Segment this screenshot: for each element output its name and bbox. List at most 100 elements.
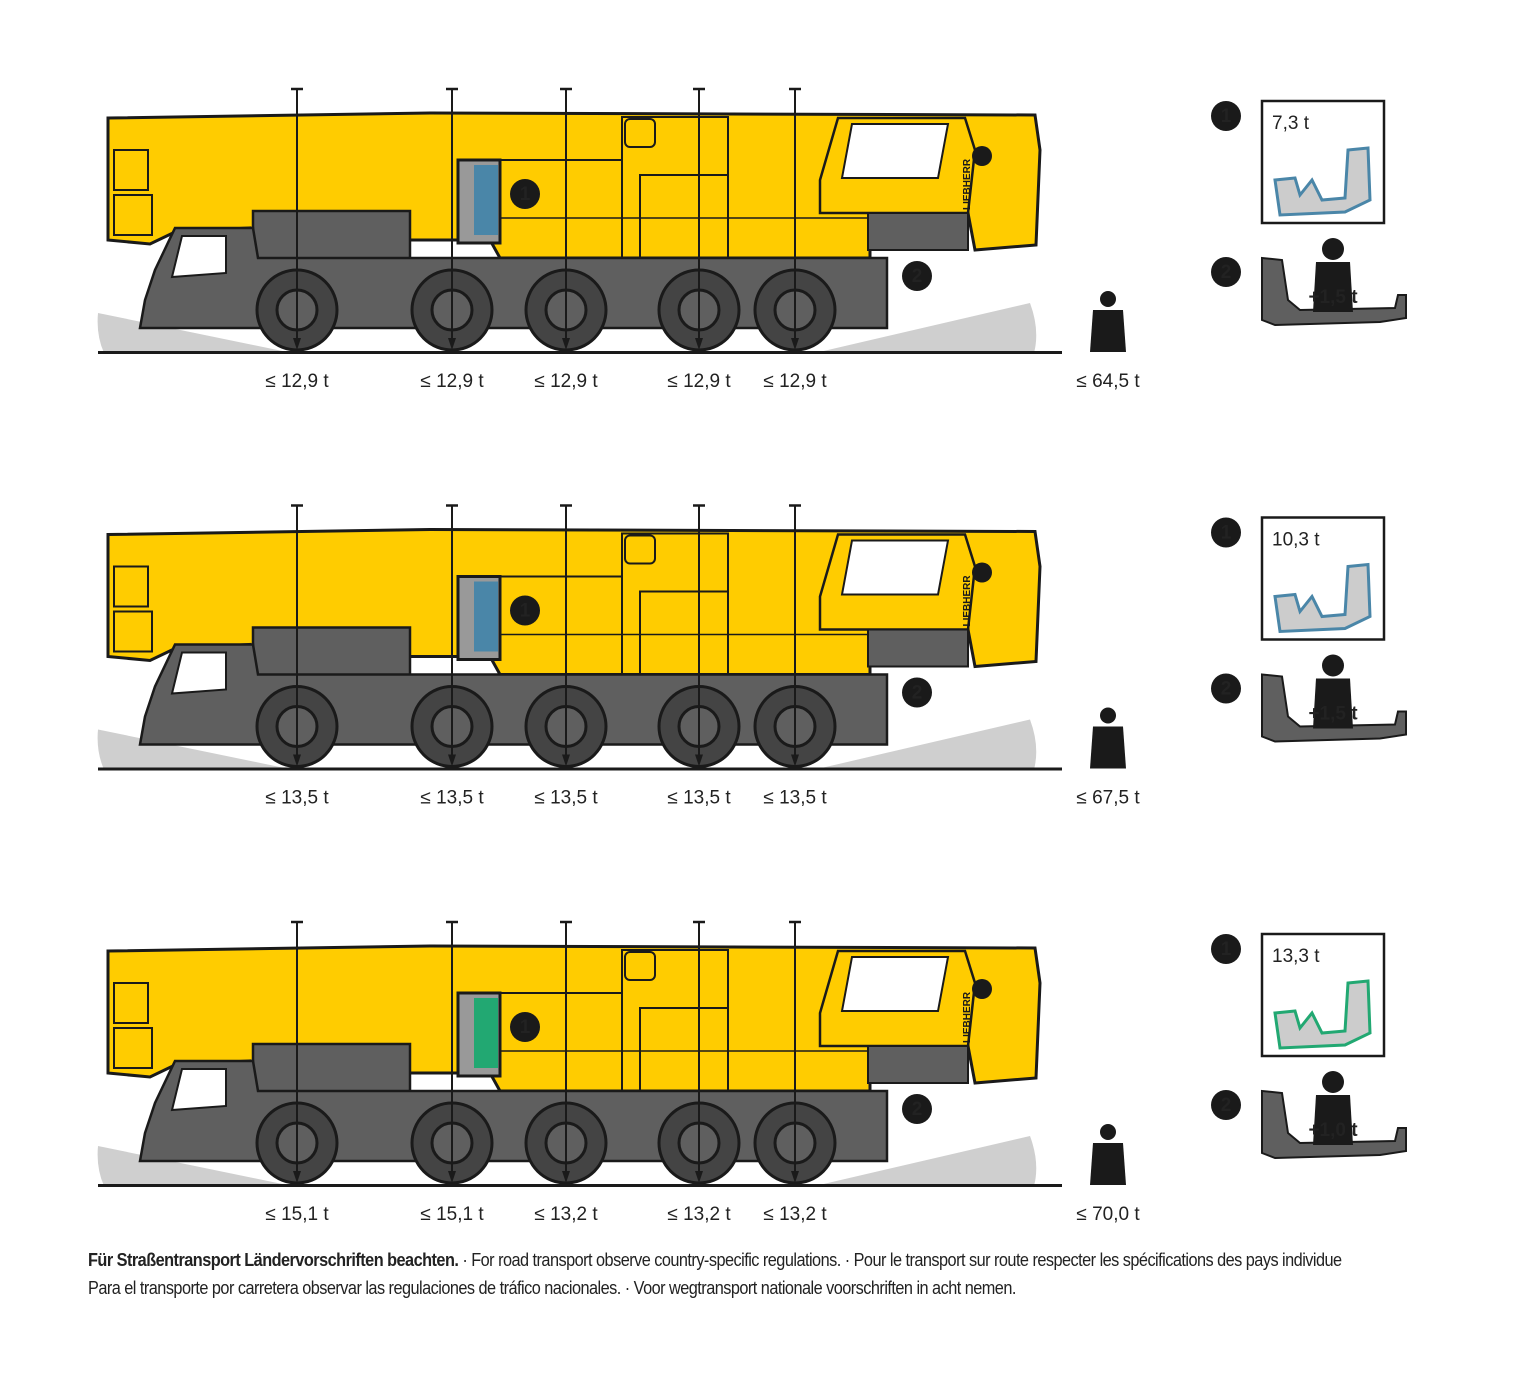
legend-1-number: 1 (1221, 523, 1232, 544)
total-weight-label: ≤ 64,5 t (1076, 371, 1140, 392)
boom-rest (251, 1042, 412, 1094)
ground-line (98, 351, 1062, 354)
marker-1-number: 1 (520, 1017, 531, 1038)
counterweight-weight-handle (1322, 238, 1344, 260)
boom-rest (251, 626, 412, 677)
boom-rest (251, 209, 412, 261)
marker-1-badge (510, 179, 540, 209)
axle-load-label: ≤ 13,2 t (667, 1204, 731, 1225)
brand-logo: LIEBHERR (962, 575, 973, 627)
weight-icon-handle (1100, 707, 1116, 724)
arrowhead-icon (695, 338, 703, 350)
counterweight-add-label: +1,5 t (1308, 287, 1358, 308)
marker-1-badge (510, 1012, 540, 1042)
legend-2-badge (1211, 257, 1241, 287)
ballast-fill (474, 165, 498, 235)
cab-base (867, 1045, 969, 1084)
legend-2-number: 2 (1221, 262, 1232, 283)
hatch (624, 951, 656, 981)
ground-line (98, 767, 1062, 771)
axle-load-label: ≤ 12,9 t (420, 371, 484, 392)
counterweight-add-label: +1,0 t (1308, 1120, 1358, 1141)
axle-load-label: ≤ 15,1 t (420, 1204, 484, 1225)
boom-head-detail (113, 565, 149, 608)
arrowhead-icon (791, 1171, 799, 1183)
axle-load-label: ≤ 13,2 t (534, 1204, 598, 1225)
cab-base (867, 628, 969, 668)
counterweight-weight-icon (1313, 678, 1353, 729)
legend-1-number: 1 (1221, 939, 1232, 960)
crane-configuration-2: LIEBHERR ≤ 13,5 t ≤ 13,5 t ≤ 13,5 t ≤ 13,5 t… (97, 504, 1407, 809)
driver-cab-window (170, 651, 227, 695)
marker-2-badge (902, 261, 932, 291)
driver-cab-window (170, 1068, 227, 1112)
counterweight-weight-handle (1322, 1071, 1344, 1093)
legend-2-number: 2 (1221, 679, 1232, 700)
cab-window (840, 956, 950, 1012)
ballast-weight-label: 10,3 t (1272, 530, 1320, 551)
transport-note: Für Straßentransport Ländervorschriften … (88, 1246, 1342, 1302)
transport-note-line2: Para el transporte por carretera observa… (88, 1277, 1016, 1298)
axle-load-label: ≤ 12,9 t (265, 371, 329, 392)
ballast-fill (474, 998, 498, 1068)
weight-icon (1090, 310, 1126, 352)
cab-base (867, 212, 969, 251)
hatch (624, 118, 656, 148)
ballast-fill (474, 581, 498, 652)
axle-load-label: ≤ 13,5 t (667, 788, 731, 809)
ballast-illustration (1273, 979, 1372, 1050)
brand-logo: LIEBHERR (962, 991, 973, 1043)
axle-load-label: ≤ 13,5 t (534, 788, 598, 809)
axle-load-label: ≤ 15,1 t (265, 1204, 329, 1225)
axle-load-label: ≤ 13,5 t (763, 788, 827, 809)
marker-1-number: 1 (520, 601, 531, 622)
axle-load-label: ≤ 12,9 t (534, 371, 598, 392)
legend-2-badge (1211, 673, 1241, 704)
brand-logo: LIEBHERR (962, 158, 973, 210)
transport-note-line1: · For road transport observe country-spe… (458, 1249, 1342, 1270)
legend-2-badge (1211, 1090, 1241, 1120)
boom-head-detail (113, 149, 149, 191)
cab-window (840, 539, 950, 596)
crane-configuration-3: LIEBHERR ≤ 15,1 t ≤ 15,1 t ≤ 13,2 t ≤ 13,2 t… (97, 920, 1407, 1225)
arrowhead-icon (448, 1171, 456, 1183)
legend-1-badge (1211, 517, 1241, 548)
light-icon (972, 562, 992, 583)
marker-2-number: 2 (912, 1099, 923, 1120)
marker-2-number: 2 (912, 266, 923, 287)
cab-window (840, 123, 950, 179)
driver-cab-window (170, 235, 227, 279)
boom-head-box (113, 194, 153, 236)
ballast-illustration (1273, 562, 1372, 634)
total-weight-label: ≤ 70,0 t (1076, 1204, 1140, 1225)
total-weight-label: ≤ 67,5 t (1076, 788, 1140, 809)
axle-load-label: ≤ 13,2 t (763, 1204, 827, 1225)
arrowhead-icon (293, 1171, 301, 1183)
ramp-right (815, 1136, 1037, 1186)
ground-line (98, 1184, 1062, 1187)
counterweight-weight-icon (1313, 262, 1353, 312)
legend-1-badge (1211, 101, 1241, 131)
marker-2-badge (902, 1094, 932, 1124)
arrowhead-icon (562, 338, 570, 350)
marker-1-number: 1 (520, 184, 531, 205)
weight-icon-handle (1100, 291, 1116, 307)
arrowhead-icon (448, 754, 456, 767)
weight-icon (1090, 1143, 1126, 1185)
ramp-right (815, 303, 1037, 353)
axle-load-label: ≤ 13,5 t (265, 788, 329, 809)
counterweight-weight-icon (1313, 1095, 1353, 1145)
hatch (624, 534, 656, 565)
counterweight-weight-handle (1322, 654, 1344, 677)
crane-configuration-1: LIEBHERR≤ 12,9 t≤ 12,9 t≤ 12,9 t≤ 12,9 t… (97, 87, 1407, 392)
transport-note-bold: Für Straßentransport Ländervorschriften … (88, 1249, 459, 1270)
arrowhead-icon (791, 754, 799, 767)
arrowhead-icon (562, 754, 570, 767)
legend-1-number: 1 (1221, 106, 1232, 127)
boom-head-box (113, 610, 153, 653)
ballast-weight-label: 7,3 t (1272, 113, 1310, 134)
arrowhead-icon (791, 338, 799, 350)
arrowhead-icon (562, 1171, 570, 1183)
weight-icon (1090, 726, 1126, 769)
